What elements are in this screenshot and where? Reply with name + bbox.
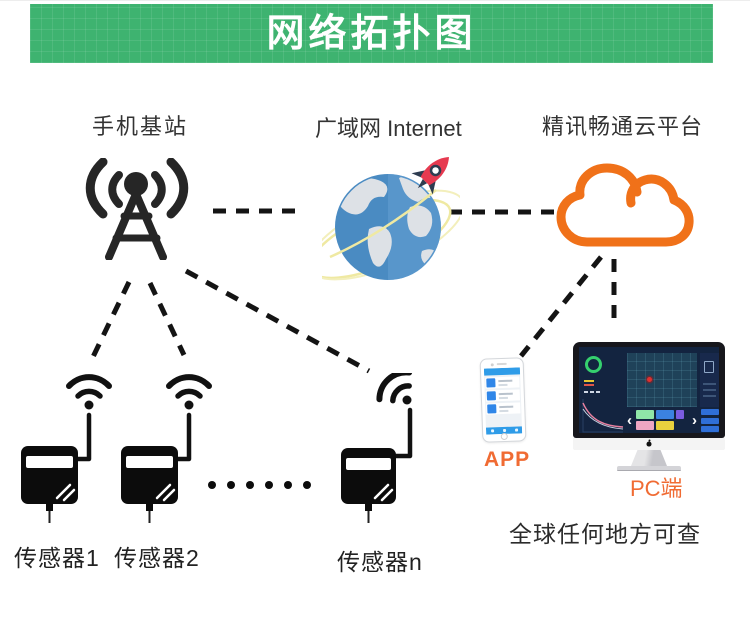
monitor-bezel: ‹ ›	[573, 342, 725, 438]
desktop-monitor-icon: ‹ ›	[573, 342, 725, 471]
chevron-right-icon: ›	[692, 412, 697, 429]
mini-line-chart	[582, 399, 624, 433]
sensorn-label: 传感器n	[337, 549, 423, 575]
document-icon	[704, 361, 714, 373]
page-title: 网络拓扑图	[266, 12, 477, 55]
smartphone-icon	[479, 357, 527, 443]
dashboard-map	[627, 353, 697, 407]
cloud-icon	[556, 163, 694, 247]
base-station-label: 手机基站	[92, 114, 189, 139]
sensor-device-icon-2	[121, 374, 212, 523]
dashboard-carousel: ‹ ›	[627, 409, 697, 433]
sensor-device-icon-n	[341, 373, 413, 523]
dashboard-buttons	[701, 409, 719, 432]
dashboard-right-panel	[700, 353, 719, 407]
antenna	[175, 412, 192, 462]
app-label: APP	[484, 448, 531, 471]
wifi-icon	[376, 373, 413, 404]
pc-label: PC端	[630, 476, 683, 501]
cloud-platform-label: 精讯畅通云平台	[542, 114, 704, 139]
link-station-sensor2	[147, 281, 187, 357]
phone-home-button	[500, 432, 508, 440]
title-banner: 网络拓扑图	[30, 4, 713, 63]
chevron-left-icon: ‹	[627, 412, 632, 429]
monitor-base	[617, 466, 681, 471]
monitor-chin	[573, 438, 725, 450]
globe-rocket-icon	[322, 157, 460, 281]
internet-label: 广域网 Internet	[315, 116, 462, 141]
caption-text: 全球任何地方可查	[509, 521, 701, 547]
map-pin	[647, 377, 652, 382]
sensor1-label: 传感器1	[14, 545, 100, 571]
phone-speaker	[496, 362, 507, 366]
phone-screen	[483, 367, 523, 435]
link-station-sensorn	[184, 268, 371, 374]
gauge-ring	[585, 356, 602, 373]
antenna	[75, 412, 92, 462]
monitor-stand	[631, 450, 667, 466]
ellipsis-dots	[208, 481, 311, 489]
antenna	[393, 407, 413, 459]
wifi-icon	[166, 374, 212, 399]
apple-logo-icon	[646, 439, 652, 447]
sensor2-label: 传感器2	[114, 545, 200, 571]
phone-camera	[490, 362, 494, 366]
rocket-icon	[411, 157, 449, 195]
wifi-icon	[66, 374, 112, 399]
sensor-device-icon-1	[21, 374, 112, 523]
phone-app-header	[483, 367, 521, 376]
cell-tower-icon	[85, 158, 189, 260]
monitor-dashboard-screen: ‹ ›	[579, 347, 719, 433]
link-station-sensor1	[89, 280, 132, 361]
